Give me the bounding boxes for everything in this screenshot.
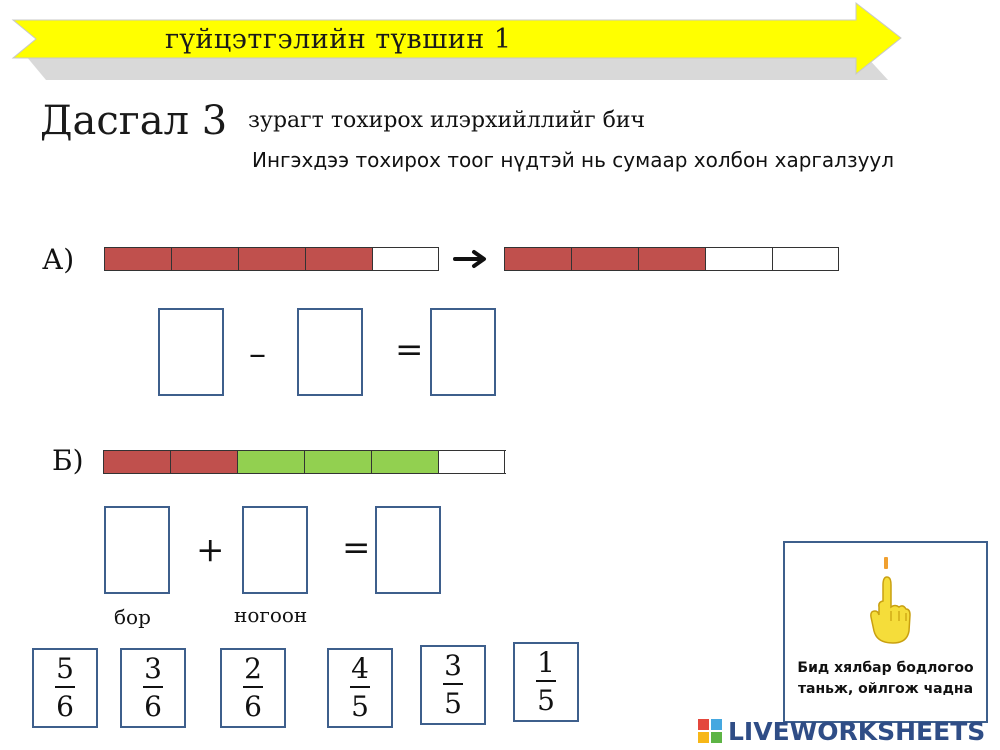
strip-cell xyxy=(505,248,572,270)
equals-sign: = xyxy=(342,528,371,568)
denominator: 5 xyxy=(351,690,369,723)
fraction-bar xyxy=(536,680,556,682)
denominator: 6 xyxy=(144,690,162,723)
fraction-tile[interactable]: 3 6 xyxy=(120,648,186,728)
brand-logo: LIVEWORKSHEETS xyxy=(698,716,985,746)
hint-line-1: Бид хялбар бодлогоо xyxy=(797,660,974,676)
strip-cell xyxy=(238,451,305,473)
label-red: бор xyxy=(114,605,151,629)
hint-line-2: таньж, ойлгож чадна xyxy=(797,681,974,697)
numerator: 1 xyxy=(537,646,555,679)
part-b-label: Б) xyxy=(52,444,84,477)
fraction-bar xyxy=(443,683,463,685)
fraction-tile[interactable]: 4 5 xyxy=(327,648,393,728)
numerator: 5 xyxy=(56,652,74,685)
banner-text: гүйцэтгэлийн түвшин 1 xyxy=(165,24,512,55)
strip-cell xyxy=(306,248,373,270)
instruction-line-1: зурагт тохирох илэрхийллийг бич xyxy=(248,108,646,133)
level-banner xyxy=(11,1,902,80)
liveworksheets-logo-icon xyxy=(698,719,722,743)
part-a-label: А) xyxy=(42,243,75,276)
numerator: 2 xyxy=(244,652,262,685)
plus-sign: + xyxy=(196,530,225,570)
part-a-strip-1 xyxy=(104,247,439,271)
fraction-tile[interactable]: 1 5 xyxy=(513,642,579,722)
part-b-strip xyxy=(103,450,506,474)
instruction-line-2: Ингэхдээ тохирох тоог нүдтэй нь сумаар х… xyxy=(252,148,895,172)
strip-cell xyxy=(104,451,171,473)
numerator: 3 xyxy=(444,649,462,682)
strip-cell xyxy=(305,451,372,473)
pointing-hand-icon xyxy=(870,557,911,644)
strip-cell xyxy=(105,248,172,270)
strip-cell xyxy=(639,248,706,270)
strip-cell xyxy=(171,451,238,473)
part-a-strip-2 xyxy=(504,247,839,271)
part-b-answer-box-1[interactable] xyxy=(104,506,170,594)
denominator: 5 xyxy=(537,684,555,717)
numerator: 3 xyxy=(144,652,162,685)
fraction-bar xyxy=(55,686,75,688)
denominator: 5 xyxy=(444,687,462,720)
denominator: 6 xyxy=(244,690,262,723)
hint-box: Бид хялбар бодлогоо таньж, ойлгож чадна xyxy=(783,541,988,723)
strip-cell xyxy=(372,451,439,473)
strip-cell xyxy=(172,248,239,270)
fraction-tile[interactable]: 2 6 xyxy=(220,648,286,728)
fraction-bar xyxy=(243,686,263,688)
equals-sign: = xyxy=(395,330,424,370)
strip-cell xyxy=(572,248,639,270)
part-a-answer-box-1[interactable] xyxy=(158,308,224,396)
part-b-answer-box-2[interactable] xyxy=(242,506,308,594)
fraction-bar xyxy=(143,686,163,688)
strip-cell xyxy=(373,248,439,270)
fraction-bar xyxy=(350,686,370,688)
fraction-tile[interactable]: 3 5 xyxy=(420,645,486,725)
denominator: 6 xyxy=(56,690,74,723)
minus-sign: – xyxy=(249,334,266,374)
fraction-tile[interactable]: 5 6 xyxy=(32,648,98,728)
part-a-answer-box-3[interactable] xyxy=(430,308,496,396)
strip-cell xyxy=(773,248,839,270)
arrow-right-icon xyxy=(453,250,486,268)
label-green: ногоон xyxy=(234,603,308,627)
brand-name: LIVEWORKSHEETS xyxy=(728,716,986,746)
strip-cell xyxy=(439,451,505,473)
strip-cell xyxy=(706,248,773,270)
numerator: 4 xyxy=(351,652,369,685)
exercise-title: Дасгал 3 xyxy=(40,98,228,144)
part-b-answer-box-3[interactable] xyxy=(375,506,441,594)
strip-cell xyxy=(239,248,306,270)
part-a-answer-box-2[interactable] xyxy=(297,308,363,396)
